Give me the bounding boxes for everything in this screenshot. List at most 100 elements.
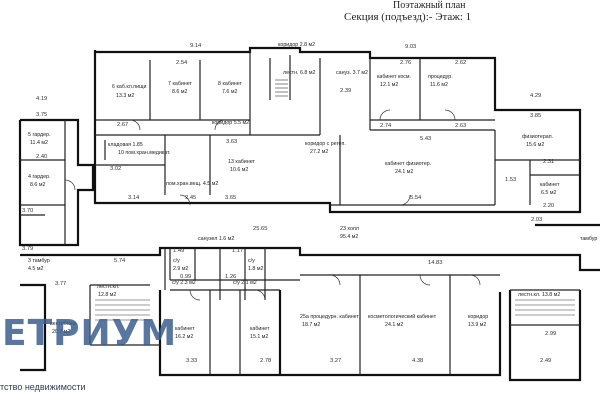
svg-text:5.74: 5.74 (114, 258, 126, 264)
room-5-area: 11.4 м2 (30, 140, 48, 146)
svg-text:2.67: 2.67 (117, 122, 128, 128)
room-19-area: 24.1 м2 (395, 169, 413, 175)
room-30s-area: 1.8 м2 (248, 266, 263, 272)
svg-text:3.33: 3.33 (186, 358, 197, 364)
room-21-label: кабинет (540, 182, 560, 188)
room-3-label: 3 тамбур (28, 258, 50, 264)
room-28-area: 2.9 м2 (173, 266, 188, 272)
stairs (95, 79, 575, 321)
room-21-area: 6.5 м2 (541, 190, 556, 196)
svg-text:1.49: 1.49 (173, 248, 184, 254)
room-4-area: 8.6 м2 (30, 182, 45, 188)
svg-text:3.70: 3.70 (22, 208, 33, 214)
room-corridor-top-label: коридор 2.8 м2 (278, 42, 315, 48)
room-26-label: кабинет (250, 326, 270, 332)
room-13-label: 13 кабинет (228, 159, 255, 165)
svg-text:2.99: 2.99 (545, 331, 556, 337)
room-11-label: кладовая 1.85 (108, 142, 143, 148)
svg-text:2.54: 2.54 (176, 60, 188, 66)
room-25a-area: 18.7 м2 (302, 322, 320, 328)
svg-text:2.62: 2.62 (455, 60, 466, 66)
svg-text:2.74: 2.74 (380, 123, 392, 129)
svg-text:3.63: 3.63 (226, 139, 237, 145)
svg-text:3.65: 3.65 (225, 195, 236, 201)
svg-text:4.38: 4.38 (412, 358, 423, 364)
room-31-label: с/у 2.3 м2 (172, 280, 196, 286)
door-swings (64, 109, 481, 301)
svg-text:2.39: 2.39 (340, 88, 351, 94)
svg-text:3.02: 3.02 (110, 166, 121, 172)
room-2-label: лестн.кл. 13.8 м2 (518, 292, 560, 298)
room-20-area: 15.6 м2 (526, 142, 544, 148)
plan-title: Поэтажный план (393, 0, 466, 11)
room-19-label: кабинет физиотер. (385, 161, 431, 167)
room-20-label: физиотерап. (522, 134, 553, 140)
room-17-area: 12.1 м2 (380, 82, 398, 88)
svg-text:9.14: 9.14 (190, 43, 202, 49)
svg-text:14.83: 14.83 (428, 260, 443, 266)
section-floor-label: Секция (подъезд):- Этаж: 1 (344, 11, 472, 23)
room-16-label: коридор с регеп. (305, 141, 346, 147)
exterior-walls (18, 46, 600, 382)
svg-text:0.99: 0.99 (180, 274, 191, 280)
room-30-label: кабинет (175, 326, 195, 332)
room-8-label: 8 кабинет (218, 81, 243, 87)
room-vestibule-area: 20.7 м2 (52, 329, 70, 335)
svg-text:3.27: 3.27 (330, 358, 341, 364)
svg-text:1.53: 1.53 (505, 177, 516, 183)
room-4-label: 4 гардер. (28, 174, 50, 180)
room-1-area: 12.8 м2 (98, 292, 116, 298)
svg-text:3.77: 3.77 (55, 281, 66, 287)
room-18b-area: 11.6 м2 (430, 82, 448, 88)
room-6-area: 13.3 м2 (116, 93, 134, 99)
svg-text:3.79: 3.79 (22, 246, 33, 252)
room-30-area: 16.2 м2 (175, 334, 193, 340)
agency-watermark: ЕТРИУМ тство недвижимости (0, 305, 176, 400)
svg-text:2.31: 2.31 (543, 159, 554, 165)
svg-text:3.85: 3.85 (530, 113, 541, 119)
room-6-label: 6 каб.кл.пищи (112, 84, 146, 90)
room-7-area: 8.6 м2 (172, 89, 187, 95)
interior-walls (20, 50, 580, 375)
svg-text:5.43: 5.43 (420, 136, 431, 142)
agency-logo-text: ЕТРИУМ (2, 313, 178, 354)
room-17-label: кабинет косм. (377, 74, 411, 80)
svg-text:1.26: 1.26 (225, 274, 236, 280)
svg-text:2.03: 2.03 (531, 217, 542, 223)
room-9-label: коридор 5.5 м2 (212, 120, 249, 126)
svg-text:2.63: 2.63 (455, 123, 466, 129)
room-29-label: санузел 1.6 м2 (198, 236, 234, 242)
room-18b-label: процедур. (428, 74, 453, 80)
svg-text:9.03: 9.03 (405, 44, 416, 50)
room-16-area: 27.2 м2 (310, 149, 328, 155)
room-18-stair-label: лестн. 6.8 м2 (283, 70, 315, 76)
svg-text:3.14: 3.14 (128, 195, 140, 201)
svg-text:3.75: 3.75 (36, 112, 47, 118)
room-1-label: лестн.кл. (97, 284, 119, 290)
room-13-area: 10.6 м2 (230, 167, 248, 173)
room-tambur-right-label: тамбур (580, 236, 597, 242)
room-30s-label: с/у (248, 258, 255, 264)
svg-text:1.17: 1.17 (232, 248, 243, 254)
room-24-area: 13.9 м2 (468, 322, 486, 328)
room-7-label: 7 кабинет (168, 81, 193, 87)
svg-text:2.20: 2.20 (543, 203, 554, 209)
agency-tagline: тство недвижимости (0, 382, 86, 392)
room-26-area: 15.1 м2 (250, 334, 268, 340)
room-25-area: 24.1 м2 (385, 322, 403, 328)
room-25-label: косметологический кабинет (368, 313, 437, 320)
svg-text:2.76: 2.76 (400, 60, 411, 66)
svg-text:2.78: 2.78 (260, 358, 271, 364)
room-12-label: пом.хран.вещ. 4.5 м2 (166, 181, 218, 187)
room-15-label: сануз. 3.7 м2 (336, 70, 368, 76)
room-5-label: 5 гардер. (28, 132, 50, 138)
room-23-area: 95.4 м2 (340, 234, 358, 240)
svg-text:2.49: 2.49 (540, 358, 551, 364)
room-28-label: с/у (173, 258, 180, 264)
room-labels: лестн. 6.8 м2 коридор 2.8 м2 6 каб.кл.пи… (28, 42, 597, 340)
room-27-label: с/у 2.1 м2 (233, 280, 257, 286)
dimension-labels: 9.14 9.03 4.19 3.75 2.40 2.67 3.02 2.76 … (22, 43, 556, 364)
svg-text:2.45: 2.45 (185, 195, 196, 201)
svg-text:25.65: 25.65 (253, 226, 268, 232)
